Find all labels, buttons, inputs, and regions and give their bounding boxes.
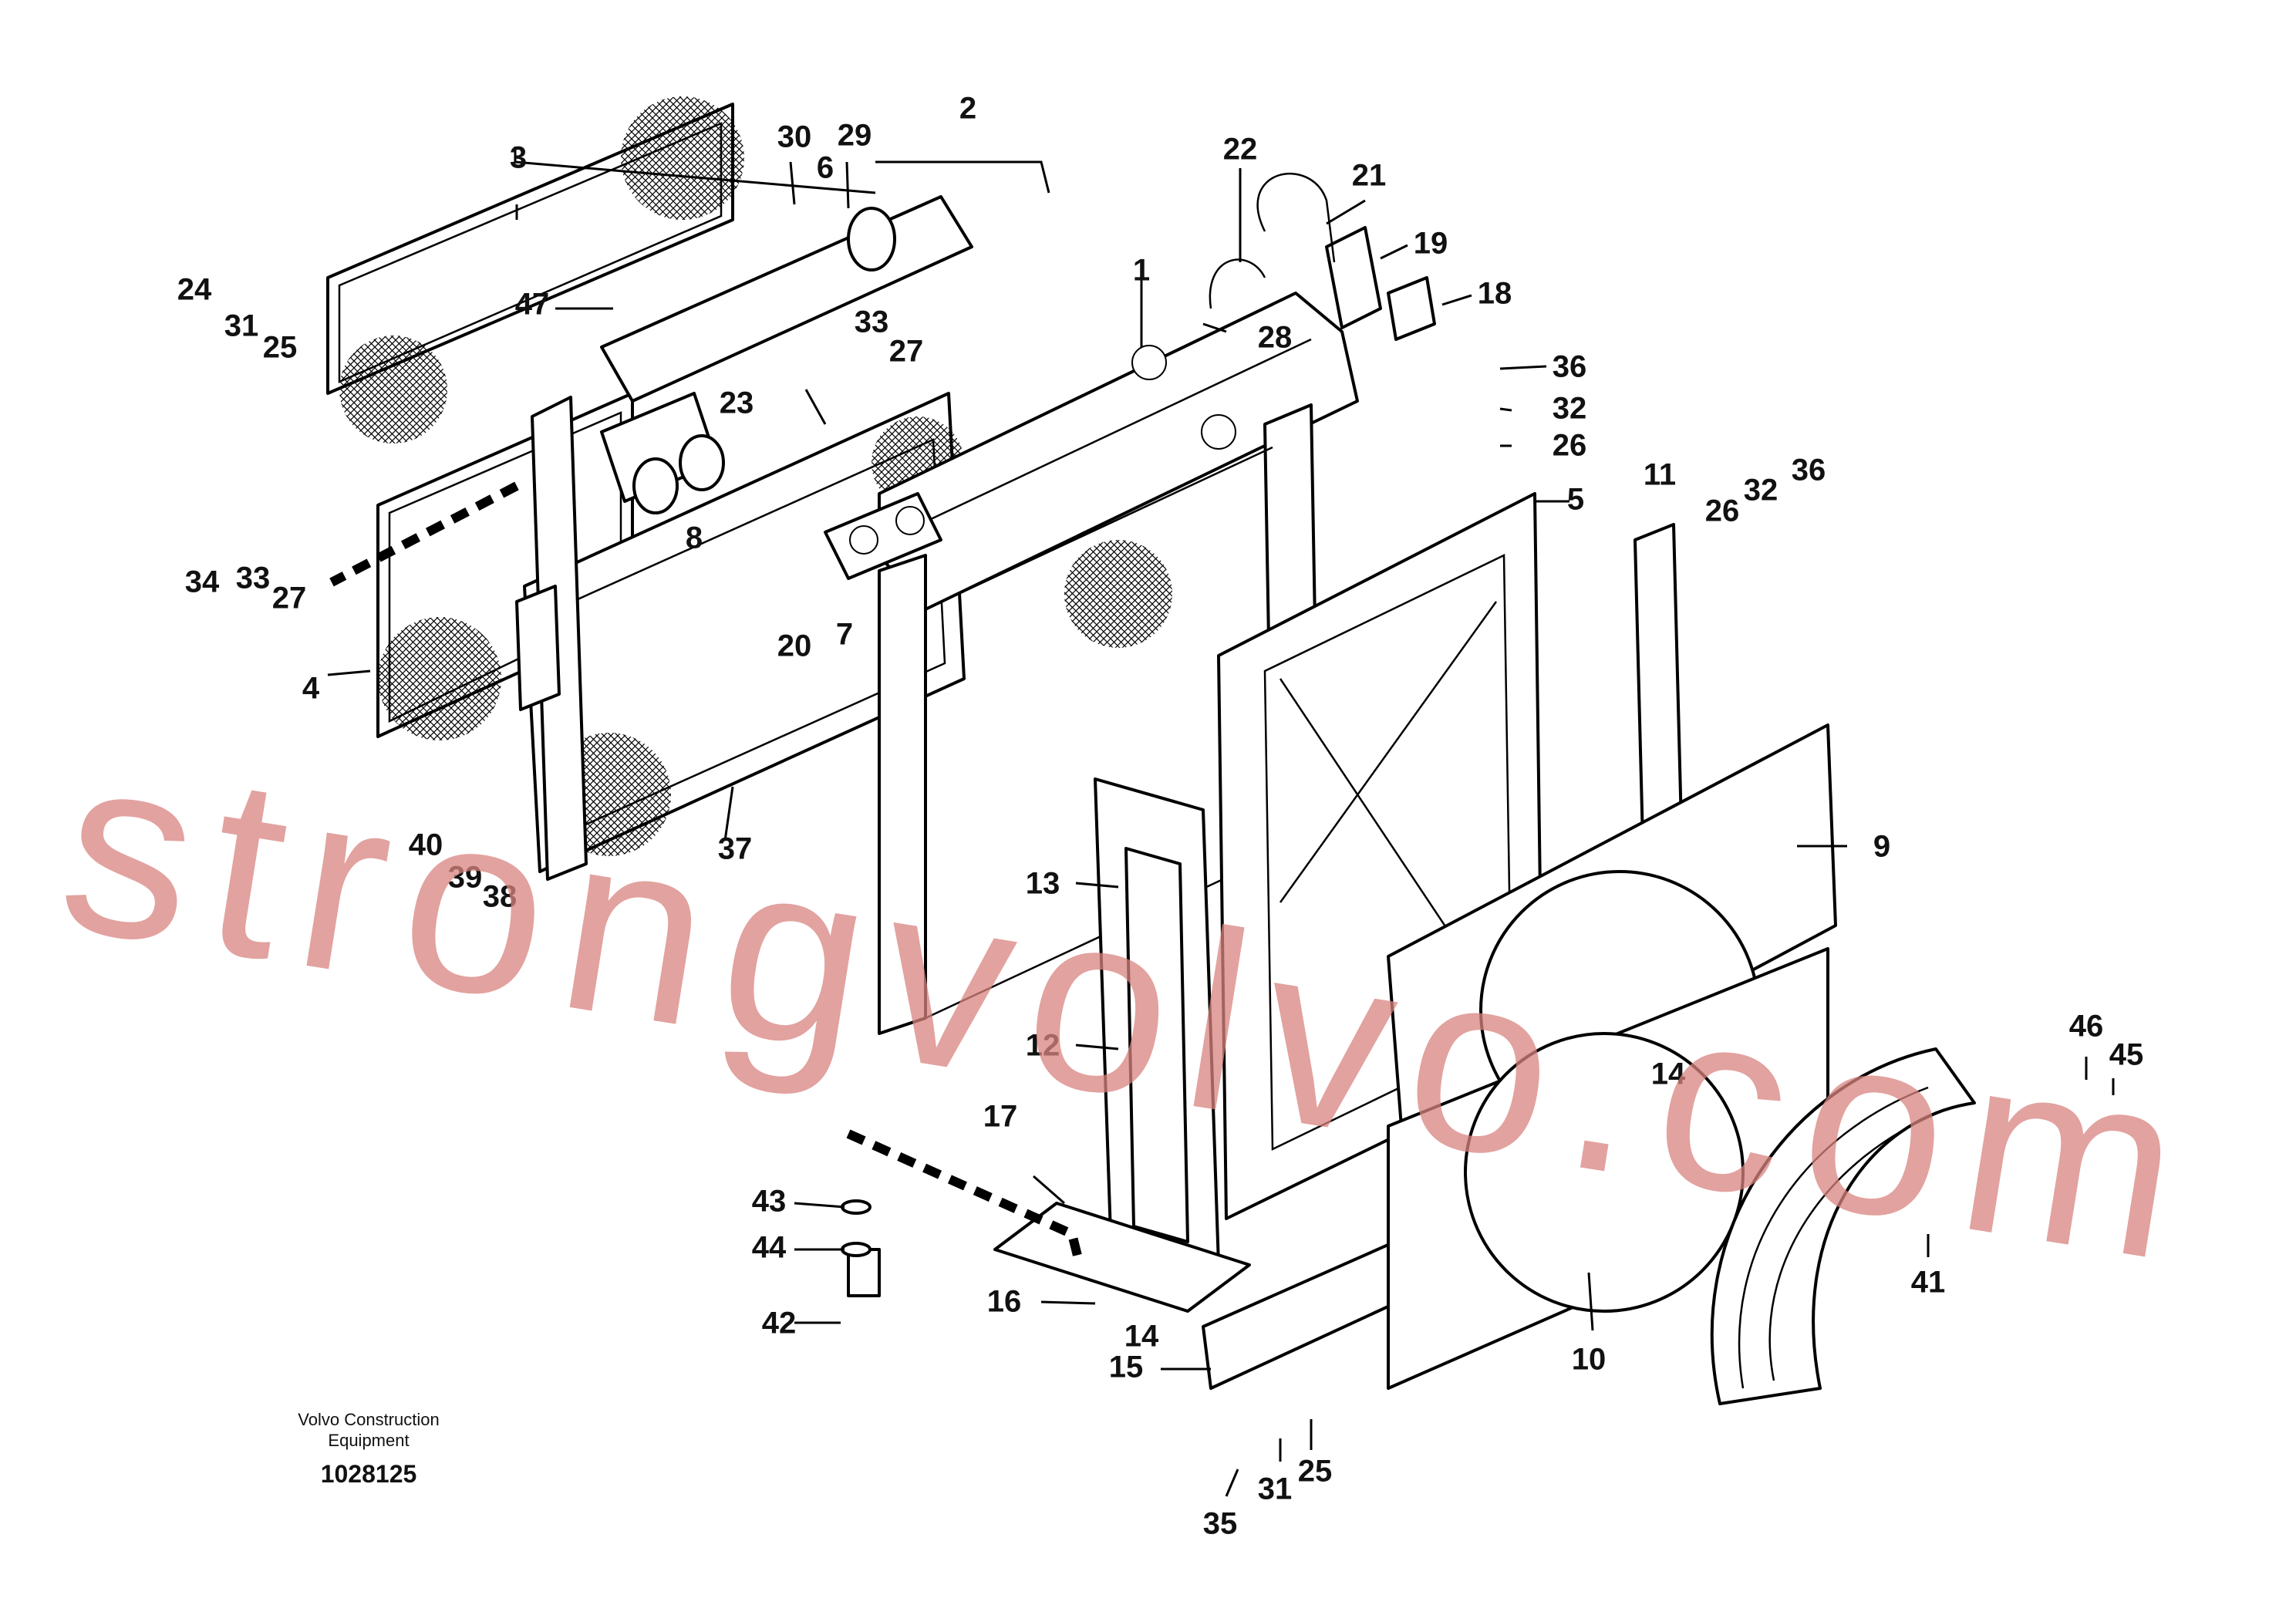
callout-6: 6 [817,151,834,185]
callout-30: 30 [777,120,812,154]
callout-40: 40 [409,828,443,862]
callout-7: 7 [836,618,853,652]
callout-27b: 27 [272,582,307,615]
callout-32: 32 [1553,392,1587,426]
callout-25: 25 [263,331,298,365]
callout-1: 1 [1133,254,1150,288]
callout-31b: 31 [1258,1472,1293,1506]
callout-41: 41 [1911,1266,1946,1300]
callout-23: 23 [720,386,754,420]
callout-22: 22 [1223,133,1258,167]
callout-3: 3 [510,141,527,175]
callout-21: 21 [1352,159,1387,193]
callout-31: 31 [224,309,259,343]
callout-44: 44 [752,1231,787,1265]
callout-36: 36 [1553,350,1587,384]
company-name-line1: Volvo Construction [298,1410,439,1429]
callout-46: 46 [2069,1010,2104,1044]
callout-27: 27 [889,335,924,369]
callout-26: 26 [1553,429,1587,463]
callout-4: 4 [302,672,320,706]
callout-25b: 25 [1298,1455,1333,1489]
callout-24: 24 [177,273,212,307]
callout-35: 35 [1203,1507,1238,1541]
callout-43: 43 [752,1185,787,1219]
callout-47: 47 [515,288,550,322]
callout-8: 8 [686,521,703,555]
callout-13: 13 [1026,867,1060,901]
callout-15: 15 [1109,1351,1144,1384]
company-name-line2: Equipment [328,1431,409,1450]
title-block: Volvo Construction Equipment 1028125 [298,1410,439,1488]
callout-32b: 32 [1744,474,1778,508]
callout-14: 14 [1651,1057,1686,1091]
callout-39: 39 [448,861,483,895]
callout-17: 17 [983,1100,1018,1134]
callout-10: 10 [1572,1343,1607,1377]
callout-18: 18 [1478,277,1512,311]
callout-20: 20 [777,629,812,663]
callout-29: 29 [838,119,872,153]
callout-33b: 33 [236,561,271,595]
parts-drawing [326,96,2115,1497]
callout-42: 42 [762,1307,797,1340]
callout-38: 38 [483,880,518,914]
callout-37: 37 [718,832,753,866]
document-number: 1028125 [321,1460,417,1488]
callout-11: 11 [1644,458,1676,492]
callout-28: 28 [1258,321,1293,355]
callout-26b: 26 [1705,494,1740,528]
callout-9: 9 [1873,830,1890,864]
callout-12: 12 [1026,1029,1060,1063]
callout-34: 34 [185,565,220,599]
callout-45: 45 [2109,1038,2144,1072]
callout-14b: 14 [1124,1320,1159,1354]
callout-36b: 36 [1792,454,1826,487]
callout-5: 5 [1567,483,1584,517]
callout-19: 19 [1414,227,1448,261]
callout-labels: 2 30 29 6 3 22 21 19 18 1 47 24 31 25 33… [177,92,2144,1541]
callout-33: 33 [855,305,889,339]
callout-16: 16 [987,1285,1022,1319]
callout-2: 2 [959,92,976,126]
